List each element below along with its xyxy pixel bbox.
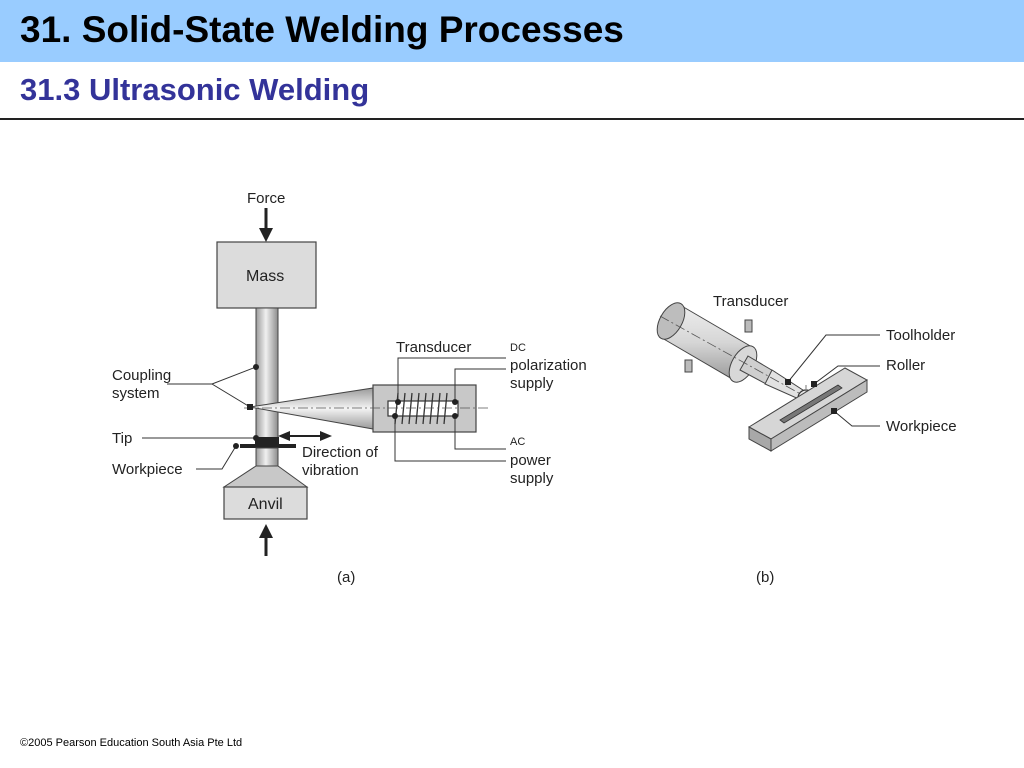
header-divider <box>0 118 1024 120</box>
label-coupling-2: system <box>112 385 160 402</box>
label-ac: AC <box>510 436 525 448</box>
label-transducer-b: Transducer <box>713 293 788 310</box>
anvil-post <box>255 447 279 467</box>
coupling-shaft <box>255 307 279 439</box>
ac-wire-left <box>394 416 506 462</box>
dc-wire-right <box>454 368 506 402</box>
label-workpiece-b: Workpiece <box>886 418 957 435</box>
label-direction-1: Direction of <box>302 444 379 461</box>
label-ac-2: supply <box>510 470 554 487</box>
tip-block <box>255 437 279 444</box>
label-mass: Mass <box>246 268 284 285</box>
transducer-coil <box>394 392 448 425</box>
vibration-arrowhead-left <box>278 431 290 441</box>
transducer-stub-top <box>744 319 753 333</box>
coupling-dot-2 <box>247 404 253 410</box>
anvil-block <box>223 486 308 520</box>
figure-a: Force Mass Anvil Coupling system <box>112 190 587 586</box>
force-arrowhead <box>259 228 273 242</box>
workpiece-leader <box>196 445 237 470</box>
label-direction-2: vibration <box>302 462 359 479</box>
label-workpiece: Workpiece <box>112 461 183 478</box>
workpiece-dot <box>233 443 239 449</box>
roller-dot <box>811 381 817 387</box>
caption-b: (b) <box>756 569 774 586</box>
dc-dot-left <box>395 399 401 405</box>
axis-b <box>659 315 816 403</box>
copyright-notice: ©2005 Pearson Education South Asia Pte L… <box>20 737 243 749</box>
dc-dot-right <box>452 399 458 405</box>
label-tip: Tip <box>112 430 132 447</box>
ac-wire-right <box>454 416 506 450</box>
mass-block <box>216 241 317 309</box>
vibration-arrowhead-right <box>320 431 332 441</box>
label-dc-2: supply <box>510 375 554 392</box>
figure-b: Transducer Toolholder Roller Workpiece (… <box>656 293 957 586</box>
reaction-arrowhead <box>259 524 273 538</box>
title-bar <box>0 0 1024 62</box>
toolholder-leader <box>787 334 880 383</box>
transducer-core <box>387 400 459 417</box>
label-coupling-1: Coupling <box>112 367 171 384</box>
transducer-back-face <box>656 302 686 340</box>
workpiece-leader-b <box>833 410 880 427</box>
dc-wire-left <box>397 357 506 402</box>
label-ac-1: power <box>510 452 551 469</box>
workpiece-side <box>770 379 868 452</box>
slide-title: 31. Solid-State Welding Processes <box>20 9 624 50</box>
caption-a: (a) <box>337 569 355 586</box>
label-toolholder: Toolholder <box>886 327 955 344</box>
roller-leader <box>813 365 880 385</box>
toolholder-dot <box>785 379 791 385</box>
label-transducer-a: Transducer <box>396 339 471 356</box>
label-dc-1: polarization <box>510 357 587 374</box>
transducer-stub-bottom <box>684 359 693 373</box>
label-force: Force <box>247 190 285 207</box>
label-anvil: Anvil <box>248 496 283 513</box>
workpiece-dot-b <box>831 408 837 414</box>
label-roller: Roller <box>886 357 925 374</box>
coupling-leader <box>210 366 257 408</box>
tip-dot <box>253 435 259 441</box>
workpiece-strip <box>240 444 296 448</box>
coupling-dot-1 <box>253 364 259 370</box>
label-dc: DC <box>510 342 526 354</box>
anvil-top <box>222 465 309 488</box>
ac-dot-left <box>392 413 398 419</box>
workpiece-strip-b <box>779 384 843 424</box>
slide-subtitle: 31.3 Ultrasonic Welding <box>20 72 370 107</box>
ac-dot-right <box>452 413 458 419</box>
